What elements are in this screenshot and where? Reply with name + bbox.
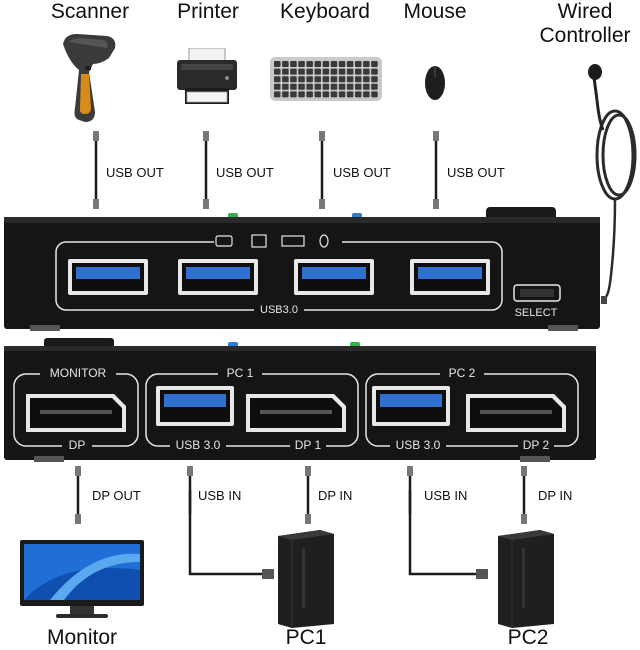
usb-out-label-2: USB OUT: [216, 165, 274, 180]
usb-port-top-4: [410, 259, 490, 295]
usb-port-pc2: [372, 386, 450, 426]
usb-in-label-2: USB IN: [424, 488, 468, 503]
mouse-label: Mouse: [403, 0, 467, 23]
printer-label: Printer: [177, 0, 239, 23]
usb-cable-top-2: [203, 131, 209, 209]
pc1-label-bottom: PC1: [285, 626, 327, 649]
usb-cable-top-4: [433, 131, 439, 209]
usb-port-pc1: [156, 386, 234, 426]
dp-in-label-1: DP IN: [318, 488, 353, 503]
pc2-label-bottom: PC2: [507, 626, 549, 649]
dp-port-pc1: [246, 394, 346, 432]
kvm-front-panel: [4, 207, 600, 331]
printer-icon: [177, 48, 237, 104]
usb-port-top-1: [68, 259, 148, 295]
controller-label-line1: Wired: [557, 0, 613, 23]
pc2-tower-icon: [498, 530, 554, 628]
dp-label: DP: [62, 438, 92, 452]
pc2-label: PC 2: [440, 366, 484, 380]
scanner-icon: [63, 34, 116, 122]
scanner-label: Scanner: [50, 0, 130, 23]
monitor-port-label: MONITOR: [40, 366, 116, 380]
usb-3-label: USB3.0: [254, 304, 304, 316]
usb-cable-top-3: [319, 131, 325, 209]
usb-port-top-3: [294, 259, 374, 295]
dp-port-monitor: [26, 394, 126, 432]
wired-controller-icon: [588, 64, 637, 304]
monitor-icon: [20, 540, 144, 618]
pc1-dp-label: DP 1: [290, 438, 326, 452]
dp-in-cable-1: [305, 466, 311, 524]
monitor-label: Monitor: [46, 626, 118, 649]
top-cables: [93, 131, 439, 209]
pc1-label: PC 1: [218, 366, 262, 380]
dp-out-label: DP OUT: [92, 488, 141, 503]
dp-port-pc2: [466, 394, 566, 432]
pc2-dp-label: DP 2: [518, 438, 554, 452]
usb-out-label-1: USB OUT: [106, 165, 164, 180]
controller-label-line2: Controller: [539, 24, 631, 47]
usb-out-label-3: USB OUT: [333, 165, 391, 180]
bottom-cables: [75, 466, 527, 579]
usb-port-top-2: [178, 259, 258, 295]
dp-in-cable-2: [521, 466, 527, 524]
dp-in-label-2: DP IN: [538, 488, 573, 503]
pc1-usb-label: USB 3.0: [170, 438, 226, 452]
usb-in-label-1: USB IN: [198, 488, 242, 503]
select-button-label: SELECT: [514, 307, 558, 319]
mouse-icon: [425, 66, 445, 100]
pc1-tower-icon: [278, 530, 334, 628]
usb-cable-top-1: [93, 131, 99, 209]
pc2-usb-label: USB 3.0: [390, 438, 446, 452]
usb-out-label-4: USB OUT: [447, 165, 505, 180]
dp-out-cable: [75, 466, 81, 524]
keyboard-icon: [270, 57, 382, 101]
keyboard-label: Keyboard: [280, 0, 370, 23]
